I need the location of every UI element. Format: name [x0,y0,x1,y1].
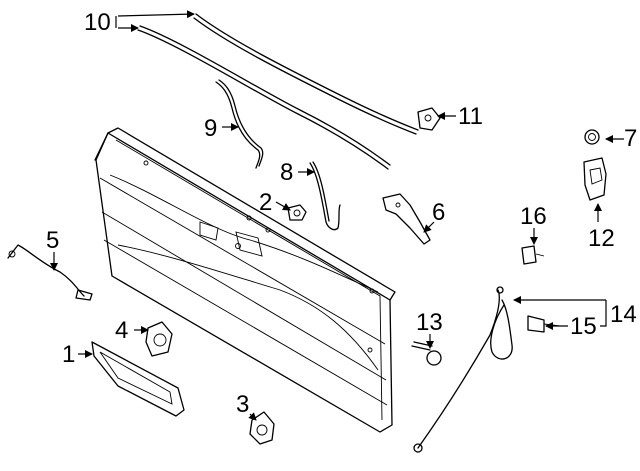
handle-1 [91,341,185,417]
callout-13: 13 [416,309,443,336]
callout-11: 11 [458,103,483,130]
rod-8 [309,162,341,231]
rod-9 [215,81,261,169]
callout-10: 10 [84,9,111,36]
bolt-15 [527,315,561,333]
bolt-13 [411,341,442,366]
callout-3: 3 [236,391,249,418]
wire-harness-5 [7,244,93,301]
tailgate-panel [94,127,396,433]
callout-2: 2 [259,189,272,216]
clip-11 [417,107,441,131]
bumper-16 [521,245,545,265]
callout-6: 6 [432,199,445,226]
latch-6 [382,193,431,245]
callout-4: 4 [115,317,128,344]
leader-lines [50,10,624,421]
cable-assembly-14 [413,286,513,453]
callout-8: 8 [280,159,293,186]
upper-cables [137,13,419,170]
callout-9: 9 [204,115,217,142]
nut-2 [287,204,307,221]
callout-5: 5 [46,227,59,254]
nut-7 [584,129,600,145]
callout-16: 16 [520,203,547,230]
bracket-12 [583,157,607,201]
callout-15: 15 [570,313,597,340]
callout-labels: 10 11 7 12 6 16 9 8 2 5 4 1 3 13 15 14 [46,9,637,418]
callout-7: 7 [624,125,637,152]
callout-1: 1 [62,341,75,368]
callout-14: 14 [610,301,637,328]
lamp-3 [249,411,275,445]
camera-4 [145,321,173,357]
callout-12: 12 [588,225,615,252]
